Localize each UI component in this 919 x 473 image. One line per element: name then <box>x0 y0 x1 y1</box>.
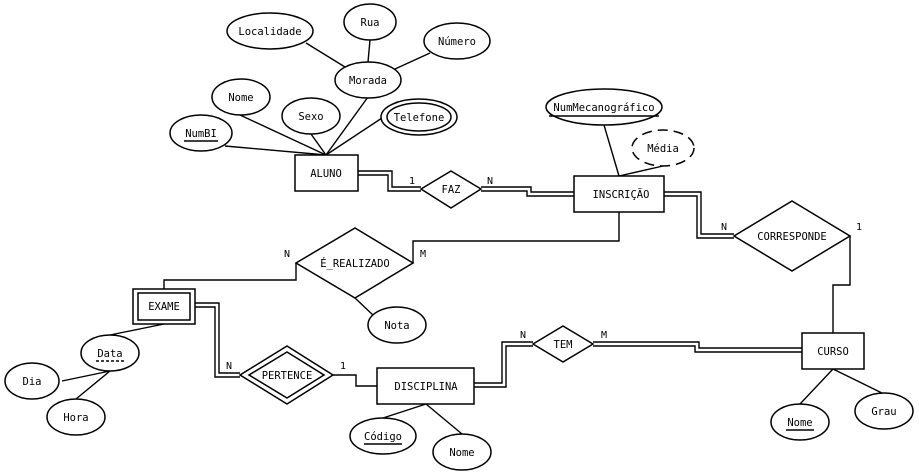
entity-exame-label: EXAME <box>148 301 180 313</box>
entity-curso[interactable]: CURSO <box>801 332 865 370</box>
attribute-nome-disciplina-label: Nome <box>449 447 474 459</box>
entity-aluno-label: ALUNO <box>310 168 342 180</box>
attribute-codigo[interactable]: Código <box>349 417 417 455</box>
relationship-pertence[interactable]: PERTENCE <box>238 345 335 405</box>
cardinality-faz-inscricao: N <box>487 176 493 187</box>
cardinality-tem-curso: M <box>601 330 607 341</box>
attribute-hora[interactable]: Hora <box>46 398 106 436</box>
attribute-telefone-label: Telefone <box>394 112 445 124</box>
relationship-faz[interactable]: FAZ <box>419 170 483 209</box>
attribute-rua[interactable]: Rua <box>343 3 397 41</box>
relationship-pertence-label: PERTENCE <box>262 370 313 382</box>
entity-inscricao[interactable]: INSCRIÇÃO <box>573 175 665 213</box>
relationship-faz-label: FAZ <box>442 184 461 196</box>
attribute-dia-label: Dia <box>23 376 42 388</box>
attribute-numbi-label: NumBI <box>185 128 217 140</box>
attribute-rua-label: Rua <box>361 17 380 29</box>
cardinality-pertence-disciplina: 1 <box>340 361 346 372</box>
cardinality-faz-aluno: 1 <box>409 176 415 187</box>
entity-aluno[interactable]: ALUNO <box>294 154 359 192</box>
relationship-tem-label: TEM <box>554 339 573 351</box>
cardinality-realizado-exame: N <box>284 249 290 260</box>
relationship-corresponde-label: CORRESPONDE <box>757 231 827 243</box>
entity-inscricao-label: INSCRIÇÃO <box>593 188 650 201</box>
attribute-numero-label: Número <box>438 36 476 48</box>
cardinality-corresponde-inscricao: N <box>721 222 727 233</box>
attribute-sexo[interactable]: Sexo <box>281 97 341 135</box>
cardinalities: 1 N N 1 N M N 1 N M <box>226 176 862 372</box>
attribute-morada[interactable]: Morada <box>334 61 402 99</box>
cardinality-realizado-inscricao: M <box>420 249 426 260</box>
attribute-data[interactable]: Data <box>80 334 140 372</box>
attribute-localidade-label: Localidade <box>238 26 301 38</box>
attribute-nome-aluno-label: Nome <box>228 92 253 104</box>
attribute-telefone[interactable]: Telefone <box>380 98 458 136</box>
attribute-grau[interactable]: Grau <box>854 392 914 430</box>
relationship-corresponde[interactable]: CORRESPONDE <box>732 200 852 272</box>
relationship-e-realizado-label: É_REALIZADO <box>320 257 390 270</box>
entity-disciplina-label: DISCIPLINA <box>394 381 458 393</box>
entity-curso-label: CURSO <box>817 346 849 358</box>
attribute-nota-label: Nota <box>384 320 409 332</box>
attribute-numbi[interactable]: NumBI <box>169 114 233 152</box>
relationship-tem[interactable]: TEM <box>531 325 595 363</box>
entity-exame[interactable]: EXAME <box>132 288 196 325</box>
attribute-nome-curso[interactable]: Nome <box>770 403 830 441</box>
attribute-hora-label: Hora <box>63 412 88 424</box>
attribute-media[interactable]: Média <box>631 129 695 167</box>
cardinality-corresponde-curso: 1 <box>856 222 862 233</box>
attribute-numero[interactable]: Número <box>423 22 491 60</box>
attribute-data-label: Data <box>97 348 122 360</box>
attribute-nome-aluno[interactable]: Nome <box>211 78 271 116</box>
attribute-nome-disciplina[interactable]: Nome <box>432 433 492 471</box>
attribute-dia[interactable]: Dia <box>4 362 60 400</box>
attribute-num-mecanografico[interactable]: NumMecanográfico <box>545 88 663 126</box>
cardinality-tem-disciplina: N <box>520 330 526 341</box>
attribute-nota[interactable]: Nota <box>367 306 427 344</box>
cardinality-pertence-exame: N <box>226 361 232 372</box>
connections <box>61 39 885 435</box>
attribute-localidade[interactable]: Localidade <box>226 12 314 50</box>
attribute-nome-curso-label: Nome <box>787 417 812 429</box>
attribute-grau-label: Grau <box>871 406 896 418</box>
attribute-morada-label: Morada <box>349 75 387 87</box>
attribute-media-label: Média <box>647 143 679 155</box>
attribute-codigo-label: Código <box>364 431 402 443</box>
attribute-sexo-label: Sexo <box>298 111 323 123</box>
attribute-num-mecanografico-label: NumMecanográfico <box>553 102 654 114</box>
relationship-e-realizado[interactable]: É_REALIZADO <box>294 227 415 299</box>
entity-disciplina[interactable]: DISCIPLINA <box>376 367 475 405</box>
